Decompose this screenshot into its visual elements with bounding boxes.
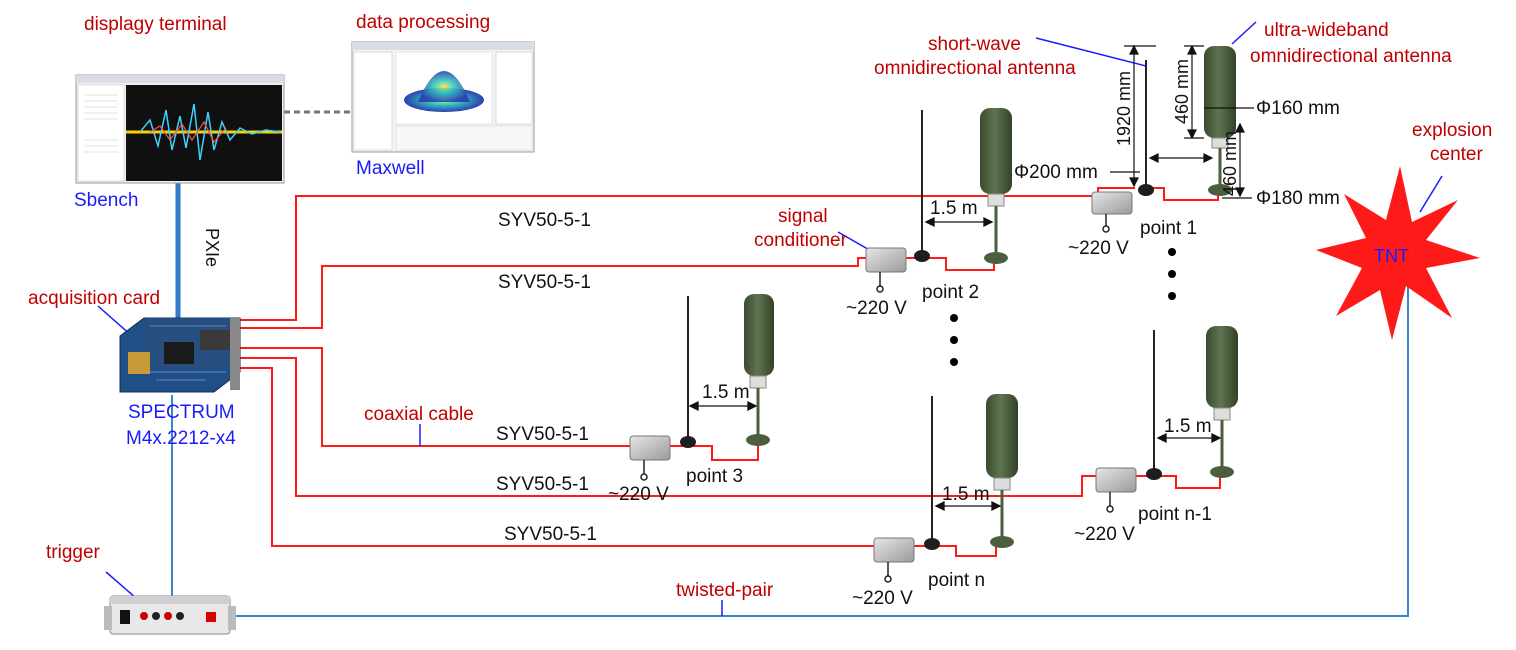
point-3-label: point 3 bbox=[686, 466, 743, 487]
coax-to-point-n-1 bbox=[240, 357, 1150, 497]
maxwell-label: Maxwell bbox=[356, 158, 425, 179]
point-n-1-equipment bbox=[1095, 326, 1238, 493]
signal-conditioner-2 bbox=[865, 247, 907, 273]
trigger-label: trigger bbox=[46, 542, 101, 563]
point-n-label: point n bbox=[928, 570, 985, 591]
short-wave-label-2: omnidirectional antenna bbox=[874, 58, 1076, 79]
display-terminal-label: displagy terminal bbox=[84, 14, 227, 35]
signal-conditioner-label-1: signal bbox=[778, 206, 828, 227]
dim-1920: 1920 mm bbox=[1114, 71, 1134, 146]
dim-phi-200: Φ200 mm bbox=[1014, 162, 1098, 183]
dim-460-top: 460 mm bbox=[1172, 59, 1192, 124]
leader-explosion bbox=[1419, 175, 1443, 213]
explosion-center-label-2: center bbox=[1430, 144, 1483, 165]
sbench-label: Sbench bbox=[74, 190, 138, 211]
maxwell-screenshot bbox=[351, 41, 535, 153]
spacing-label-n: 1.5 m bbox=[942, 484, 990, 505]
signal-conditioner-label-2: conditioner bbox=[754, 230, 848, 251]
point-n-equipment bbox=[873, 394, 1018, 563]
spacing-arrows bbox=[688, 216, 1222, 512]
point-2-label: point 2 bbox=[922, 282, 979, 303]
cable-label-4: SYV50-5-1 bbox=[496, 474, 589, 495]
coax-ant-1 bbox=[1144, 187, 1219, 201]
signal-conditioner-1 bbox=[1091, 191, 1133, 215]
coax-to-point-1 bbox=[240, 187, 1135, 321]
coax-to-point-3 bbox=[240, 347, 686, 447]
signal-conditioner-n-1 bbox=[1095, 467, 1137, 493]
pxie-label: PXIe bbox=[202, 228, 222, 267]
spacing-label-3: 1.5 m bbox=[702, 382, 750, 403]
power-label-4: ~220 V bbox=[1074, 524, 1135, 545]
leader-trigger bbox=[105, 571, 137, 599]
tnt-label: TNT bbox=[1374, 246, 1409, 266]
acquisition-card-label: acquisition card bbox=[28, 288, 160, 309]
ultra-wideband-label-1: ultra-wideband bbox=[1264, 20, 1389, 41]
spectrum-label-2: M4x.2212-x4 bbox=[126, 428, 236, 449]
coax-ant-n-1 bbox=[1154, 475, 1221, 489]
signal-conditioner-3 bbox=[629, 435, 671, 461]
trigger-box-image bbox=[104, 595, 236, 635]
spacing-label-n-1: 1.5 m bbox=[1164, 416, 1212, 437]
dim-phi-160: Φ160 mm bbox=[1256, 98, 1340, 119]
leader-shortwave bbox=[1035, 37, 1147, 67]
dimension-lines bbox=[1110, 44, 1254, 199]
short-wave-label-1: short-wave bbox=[928, 34, 1021, 55]
dim-phi-180: Φ180 mm bbox=[1256, 188, 1340, 209]
data-processing-label: data processing bbox=[356, 12, 490, 33]
power-leads bbox=[640, 214, 1114, 583]
spacing-label-2: 1.5 m bbox=[930, 198, 978, 219]
cable-label-3: SYV50-5-1 bbox=[496, 424, 589, 445]
ellipsis-dots bbox=[950, 248, 1176, 366]
ultra-wideband-label-2: omnidirectional antenna bbox=[1250, 46, 1452, 67]
power-label-1: ~220 V bbox=[1068, 238, 1129, 259]
coax-to-point-n bbox=[240, 367, 930, 547]
power-label-2: ~220 V bbox=[846, 298, 907, 319]
cable-label-5: SYV50-5-1 bbox=[504, 524, 597, 545]
display-terminal-screenshot bbox=[75, 74, 285, 184]
coax-ant-n bbox=[934, 544, 997, 557]
twisted-pair-line bbox=[230, 276, 1409, 617]
coax-ant-3 bbox=[690, 445, 759, 461]
coax-to-point-2 bbox=[240, 257, 918, 329]
power-label-3: ~220 V bbox=[608, 484, 669, 505]
coax-ant-2 bbox=[926, 257, 995, 271]
twisted-pair-label: twisted-pair bbox=[676, 580, 774, 601]
point-1-label: point 1 bbox=[1140, 218, 1197, 239]
signal-conditioner-n bbox=[873, 537, 915, 563]
cable-label-1: SYV50-5-1 bbox=[498, 210, 591, 231]
point-2-equipment bbox=[865, 108, 1012, 273]
coaxial-cable-label: coaxial cable bbox=[364, 404, 474, 425]
acquisition-card-image bbox=[119, 317, 241, 393]
power-label-5: ~220 V bbox=[852, 588, 913, 609]
leader-ultra bbox=[1231, 21, 1257, 45]
spectrum-label-1: SPECTRUM bbox=[128, 402, 235, 423]
explosion-center-label-1: explosion bbox=[1412, 120, 1492, 141]
cable-label-2: SYV50-5-1 bbox=[498, 272, 591, 293]
point-1-equipment bbox=[1091, 46, 1236, 215]
point-n-1-label: point n-1 bbox=[1138, 504, 1212, 525]
point-3-equipment bbox=[629, 294, 774, 461]
dim-460-low: 460 mm bbox=[1220, 131, 1240, 196]
tnt-explosion-star bbox=[1316, 166, 1480, 340]
